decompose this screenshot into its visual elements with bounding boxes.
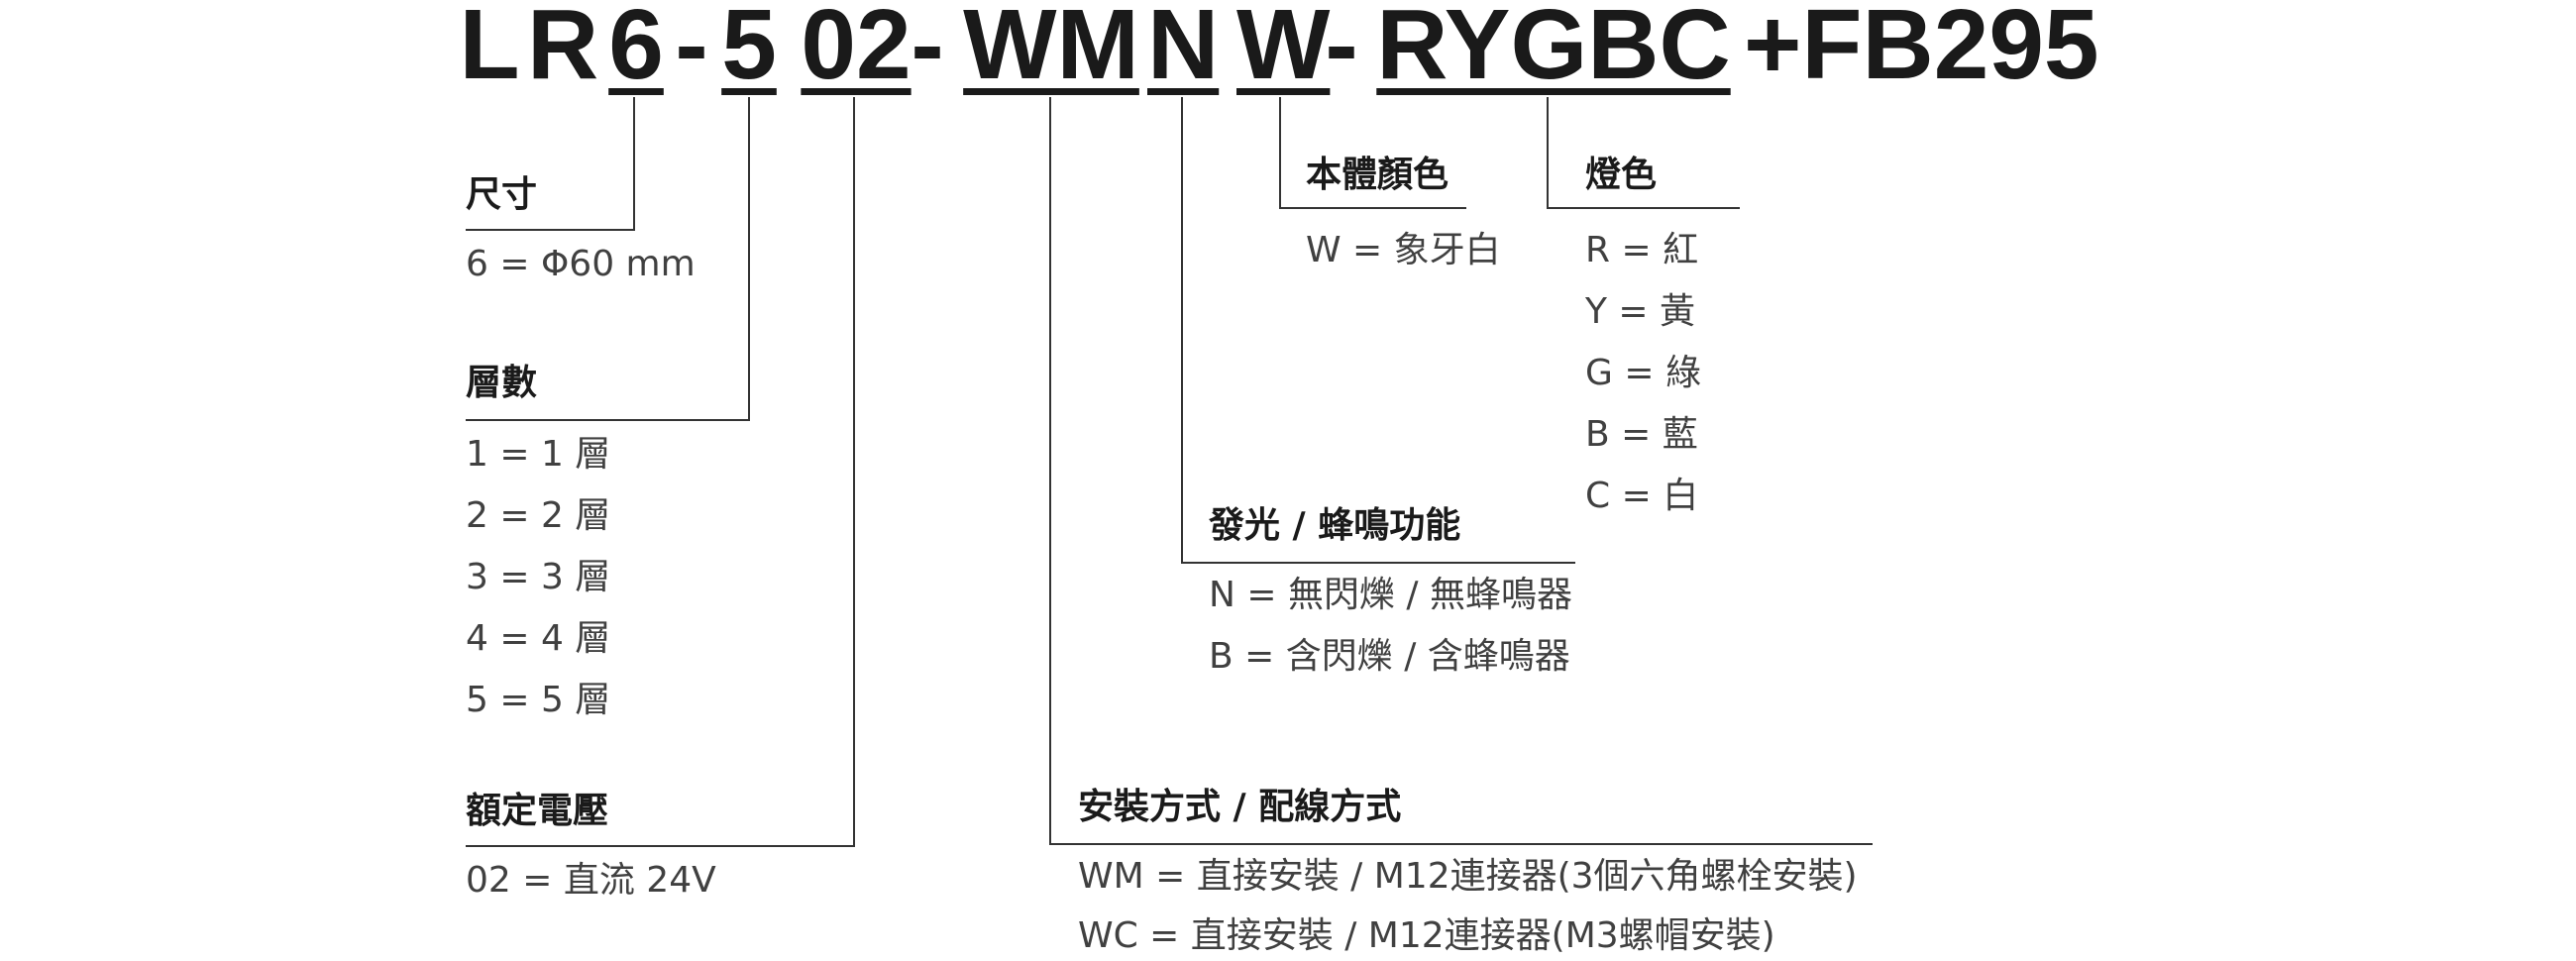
connector-body-color <box>1279 97 1466 209</box>
size-title: 尺寸 <box>466 174 538 215</box>
voltage-option: 02 = 直流 24V <box>466 860 716 901</box>
body-color-option: W = 象牙白 <box>1306 230 1501 270</box>
voltage-title: 額定電壓 <box>466 791 609 831</box>
function-option: B = 含閃爍 / 含蜂鳴器 <box>1209 636 1570 677</box>
connector-tiers <box>466 97 750 421</box>
lamp-color-option: G = 綠 <box>1585 353 1701 393</box>
code-suffix: +FB295 <box>1744 0 2099 100</box>
connector-function <box>1181 97 1575 564</box>
code-dash-1: - <box>675 0 708 100</box>
function-option: N = 無閃爍 / 無蜂鳴器 <box>1209 575 1572 615</box>
code-body-color: W <box>1236 0 1331 100</box>
code-dash-2: - <box>911 0 944 100</box>
connector-voltage <box>466 97 855 847</box>
code-tiers: 5 <box>721 0 777 100</box>
connector-lamp-color <box>1547 97 1740 209</box>
code-lamp-color: RYGBC <box>1376 0 1731 100</box>
lamp-color-option: R = 紅 <box>1585 230 1699 270</box>
code-letter-r: R <box>527 0 599 100</box>
tiers-option: 5 = 5 層 <box>466 680 611 720</box>
tiers-title: 層數 <box>466 363 538 403</box>
lamp-color-option: Y = 黃 <box>1585 291 1696 332</box>
code-voltage: 02 <box>801 0 912 100</box>
lamp-color-option: B = 藍 <box>1585 414 1698 455</box>
mounting-title: 安裝方式 / 配線方式 <box>1078 787 1402 827</box>
code-mounting: WM <box>963 0 1139 100</box>
code-size: 6 <box>608 0 664 100</box>
tiers-option: 4 = 4 層 <box>466 618 611 659</box>
code-dash-3: - <box>1325 0 1358 100</box>
connector-mounting <box>1049 97 1873 845</box>
code-function: N <box>1147 0 1220 100</box>
lamp-color-option: C = 白 <box>1585 476 1699 516</box>
body-color-title: 本體顏色 <box>1306 155 1449 195</box>
code-letter-l: L <box>459 0 520 100</box>
size-option: 6 = Φ60 mm <box>466 244 696 284</box>
tiers-option: 1 = 1 層 <box>466 434 611 475</box>
mounting-option: WC = 直接安裝 / M12連接器(M3螺帽安裝) <box>1078 915 1775 956</box>
tiers-option: 3 = 3 層 <box>466 557 611 597</box>
tiers-option: 2 = 2 層 <box>466 495 611 536</box>
lamp-color-title: 燈色 <box>1585 155 1658 195</box>
function-title: 發光 / 蜂鳴功能 <box>1209 505 1461 546</box>
mounting-option: WM = 直接安裝 / M12連接器(3個六角螺栓安裝) <box>1078 856 1858 897</box>
